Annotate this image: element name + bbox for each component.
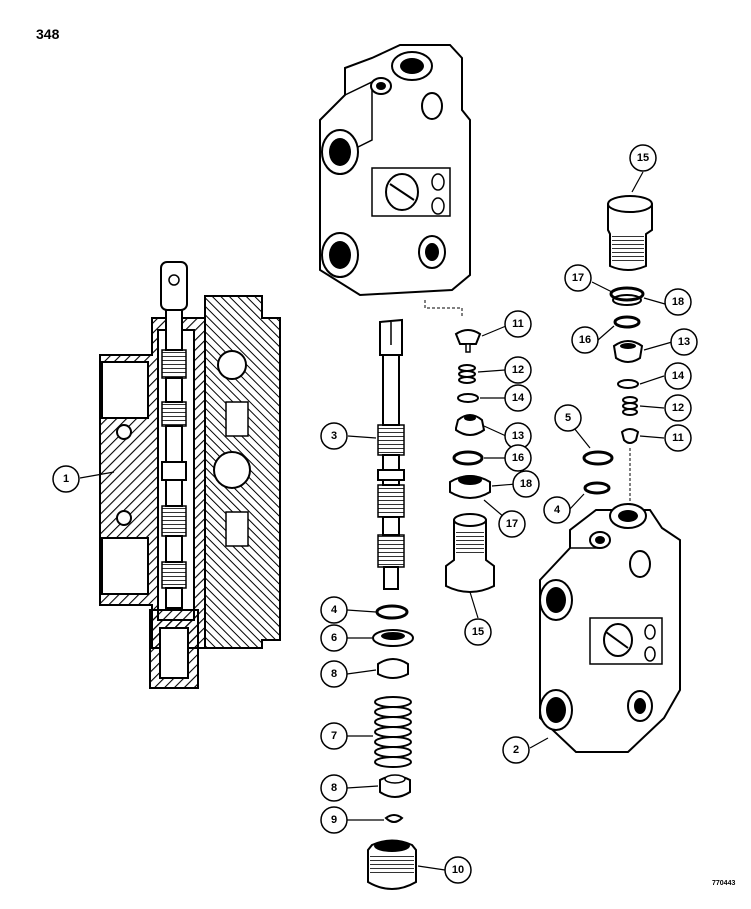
callout-3-label: 3 (331, 430, 337, 442)
callout-10-label: 10 (452, 864, 464, 876)
callout-8-lower: 8 (320, 774, 348, 802)
callout-11-right: 11 (664, 424, 692, 452)
callout-15-right: 15 (629, 144, 657, 172)
figure-code: 770443 (712, 880, 736, 887)
callout-4-right-label: 4 (554, 504, 561, 516)
callout-14-right: 14 (664, 362, 692, 390)
callout-17-center: 17 (498, 510, 526, 538)
callout-17-right-label: 17 (572, 272, 584, 284)
callout-8-upper-label: 8 (331, 668, 337, 680)
callout-13-right: 13 (670, 328, 698, 356)
callout-13-center: 13 (504, 422, 532, 450)
callout-11-center: 11 (504, 310, 532, 338)
callout-18-center: 18 (512, 470, 540, 498)
callout-4-spool-label: 4 (331, 604, 338, 616)
callout-7: 7 (320, 722, 348, 750)
callout-15-right-label: 15 (637, 152, 649, 164)
callout-17-center-label: 17 (506, 518, 518, 530)
valve-section-view (99, 261, 281, 689)
callout-18-right-label: 18 (672, 296, 684, 308)
callout-12-right: 12 (664, 394, 692, 422)
callout-16-right: 16 (571, 326, 599, 354)
spring-stack (367, 604, 417, 890)
callout-3: 3 (320, 422, 348, 450)
relief-valve-stack-right (582, 195, 653, 510)
callout-8-lower-label: 8 (331, 782, 337, 794)
callout-6: 6 (320, 624, 348, 652)
callout-16-center: 16 (504, 444, 532, 472)
callout-17-right: 17 (564, 264, 592, 292)
callout-10: 10 (444, 856, 472, 884)
spool (377, 318, 405, 590)
callout-14-center: 14 (504, 384, 532, 412)
lower-valve-body (539, 503, 681, 753)
leader-lines (79, 171, 673, 871)
callout-15-center-label: 15 (472, 626, 484, 638)
callout-16-right-label: 16 (579, 334, 591, 346)
callout-11-center-label: 11 (512, 318, 524, 330)
callout-18-right: 18 (664, 288, 692, 316)
callout-18-center-label: 18 (520, 478, 532, 490)
callout-1: 1 (52, 465, 80, 493)
callout-5: 5 (554, 404, 582, 432)
callout-13-right-label: 13 (678, 336, 690, 348)
callout-12-right-label: 12 (672, 402, 684, 414)
page-number: 348 (36, 26, 60, 42)
relief-valve-stack-center (445, 329, 495, 593)
callout-16-center-label: 16 (512, 452, 524, 464)
callout-8-upper: 8 (320, 660, 348, 688)
callout-9: 9 (320, 806, 348, 834)
callout-5-label: 5 (565, 412, 571, 424)
upper-valve-body (319, 44, 471, 318)
callout-7-label: 7 (331, 730, 337, 742)
callout-9-label: 9 (331, 814, 337, 826)
callout-11-right-label: 11 (672, 432, 684, 444)
callout-2-label: 2 (513, 744, 519, 756)
callout-15-center: 15 (464, 618, 492, 646)
callout-4-right: 4 (543, 496, 571, 524)
callout-14-right-label: 14 (672, 370, 685, 382)
callout-2: 2 (502, 736, 530, 764)
callout-14-center-label: 14 (512, 392, 525, 404)
callout-4-spool: 4 (320, 596, 348, 624)
callout-12-center-label: 12 (512, 364, 524, 376)
callout-12-center: 12 (504, 356, 532, 384)
callout-1-label: 1 (63, 473, 69, 485)
callout-13-center-label: 13 (512, 430, 524, 442)
callout-6-label: 6 (331, 632, 337, 644)
